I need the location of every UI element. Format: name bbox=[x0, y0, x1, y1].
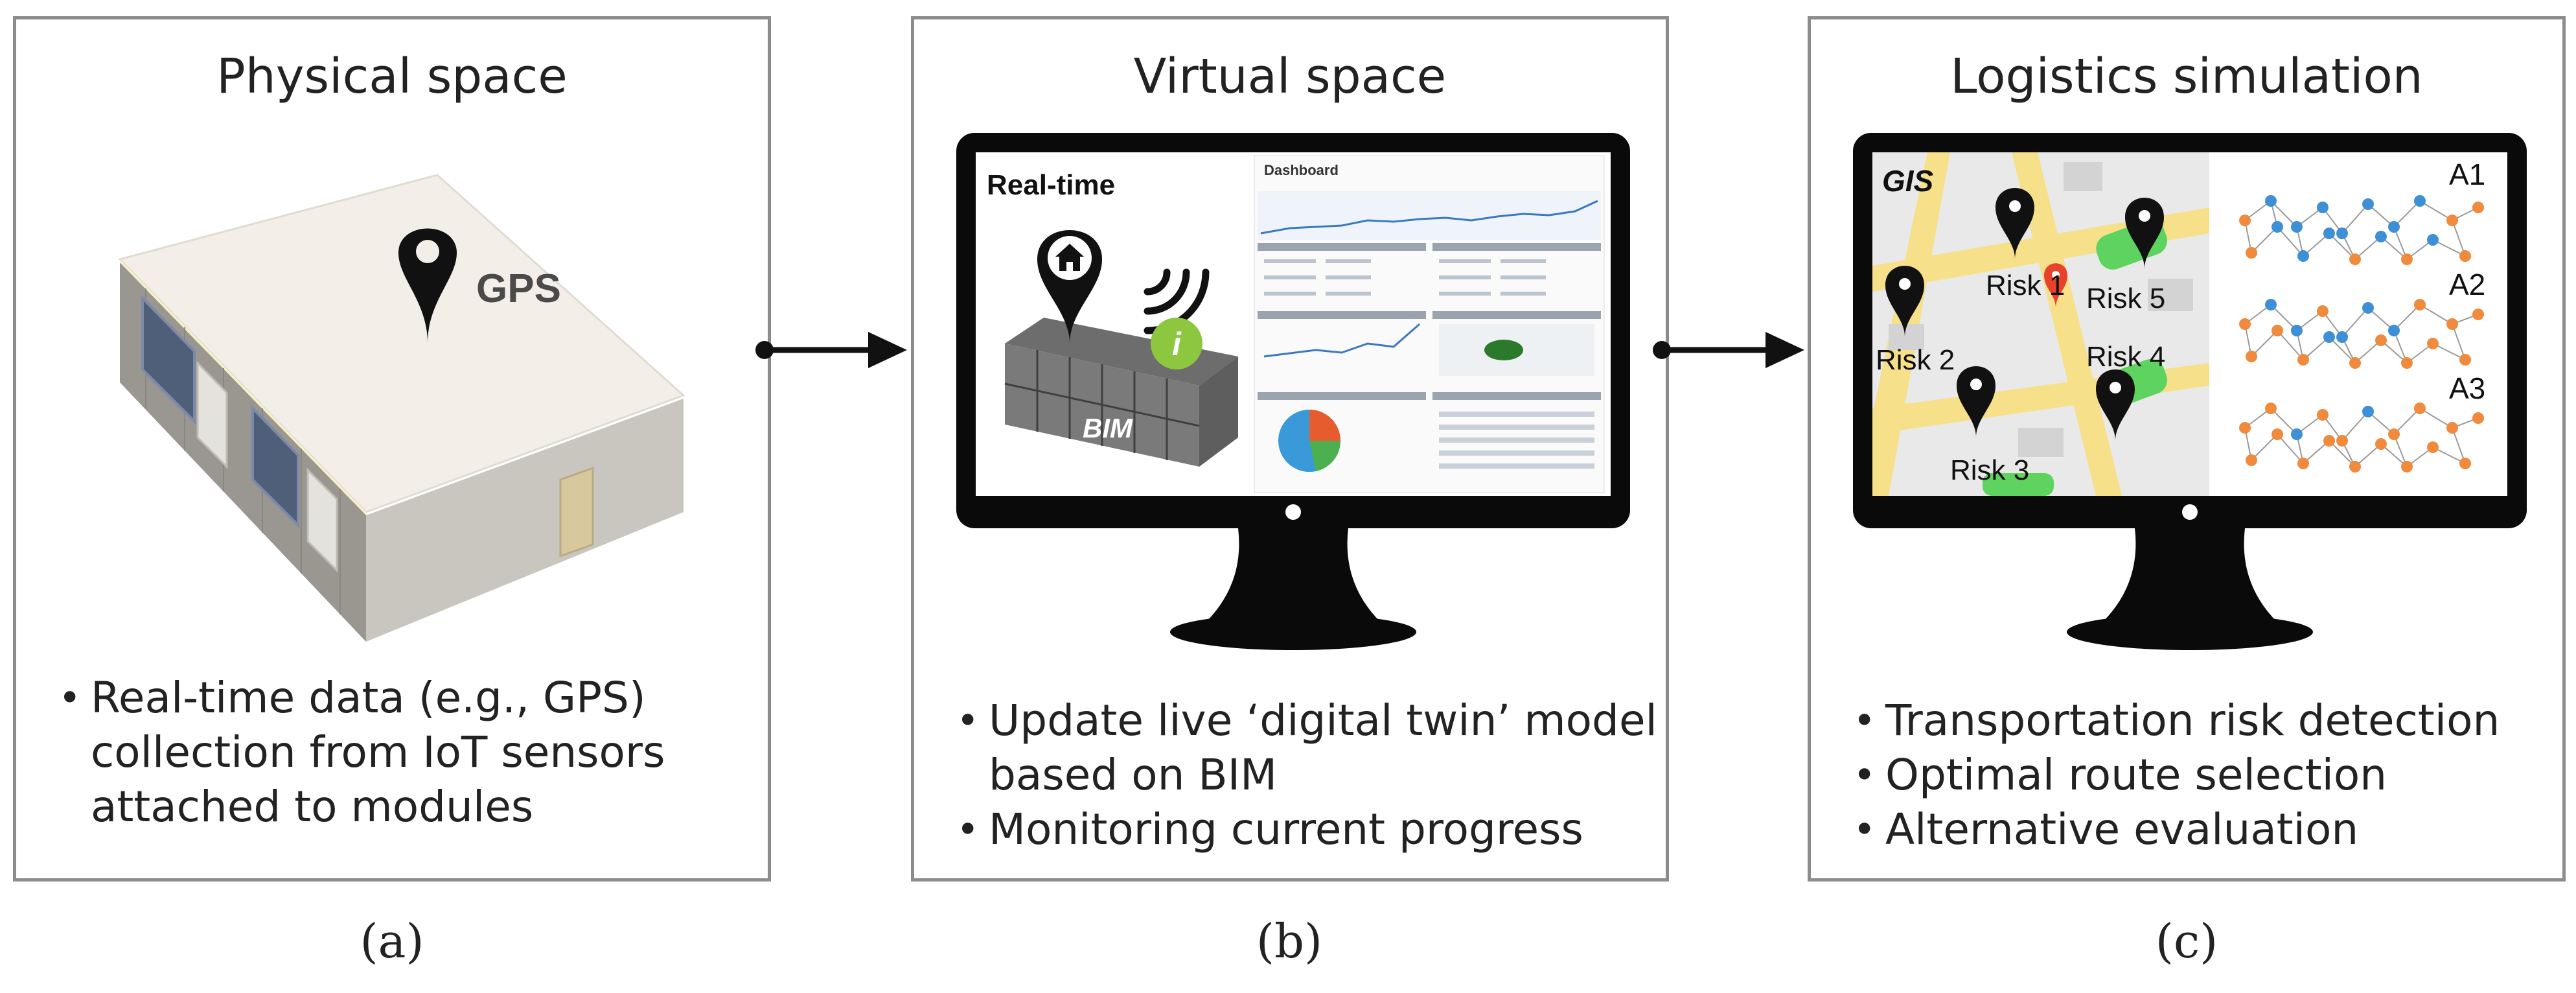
arrow-right-icon bbox=[1653, 332, 1804, 368]
location-pin-icon bbox=[2044, 263, 2067, 308]
risk-label-3: Risk 3 bbox=[1950, 454, 2029, 486]
risk-label-4: Risk 4 bbox=[2086, 341, 2165, 373]
panel-physical-space: Physical space GPS Real-tim bbox=[13, 16, 771, 882]
location-pin-icon bbox=[2096, 369, 2135, 441]
dashboard-title: Dashboard bbox=[1264, 162, 1339, 178]
bullet-item: Alternative evaluation bbox=[1824, 802, 2556, 857]
arrow-right-icon bbox=[755, 332, 907, 368]
bullet-list: Transportation risk detection Optimal ro… bbox=[1824, 694, 2556, 857]
bullet-item: Update live ‘digital twin’ model based o… bbox=[927, 694, 1659, 802]
alternative-label-a2: A2 bbox=[2449, 268, 2485, 301]
realtime-label: Real-time bbox=[987, 169, 1115, 201]
location-pin-icon bbox=[1885, 266, 1924, 337]
caption-b: (b) bbox=[1256, 914, 1323, 968]
panel-logistics-simulation: Logistics simulation GIS bbox=[1808, 16, 2566, 882]
monitor-gis-map: GIS Risk 1 Risk 2 Risk 3 Risk 4 Risk 5 bbox=[1853, 133, 2527, 650]
bim-label: BIM bbox=[1083, 413, 1133, 443]
panel-title: Virtual space bbox=[1133, 49, 1447, 104]
caption-a: (a) bbox=[360, 914, 424, 968]
alternative-label-a1: A1 bbox=[2449, 158, 2485, 191]
location-pin-icon bbox=[1037, 230, 1102, 344]
risk-label-5: Risk 5 bbox=[2086, 283, 2165, 314]
location-pin-icon bbox=[2125, 198, 2164, 269]
bullet-item: Monitoring current progress bbox=[927, 802, 1659, 857]
bullet-item: Transportation risk detection bbox=[1824, 694, 2556, 748]
risk-label-2: Risk 2 bbox=[1876, 344, 1955, 376]
modular-building-illustration bbox=[118, 174, 685, 642]
risk-label-1: Risk 1 bbox=[1986, 270, 2065, 301]
location-pin-icon bbox=[398, 228, 457, 344]
gis-label: GIS bbox=[1882, 164, 1934, 198]
bullet-item: Optimal route selection bbox=[1824, 748, 2556, 802]
bullet-list: Real-time data (e.g., GPS) collection fr… bbox=[29, 671, 755, 834]
info-icon bbox=[1151, 318, 1202, 369]
bullet-item: Real-time data (e.g., GPS) collection fr… bbox=[29, 671, 755, 834]
panel-title: Logistics simulation bbox=[1950, 49, 2423, 104]
location-pin-icon bbox=[1995, 188, 2034, 259]
panel-title: Physical space bbox=[216, 49, 568, 104]
panel-virtual-space: Virtual space bbox=[911, 16, 1669, 882]
monitor-dashboard: Dashboard bbox=[956, 133, 1630, 650]
svg-text:i: i bbox=[1172, 326, 1182, 362]
alternative-label-a3: A3 bbox=[2449, 371, 2485, 405]
location-pin-icon bbox=[1957, 366, 1995, 438]
caption-c: (c) bbox=[2155, 914, 2218, 968]
home-icon bbox=[1055, 244, 1084, 271]
gps-label: GPS bbox=[476, 266, 561, 311]
risk-pins bbox=[1885, 188, 2164, 441]
bullet-list: Update live ‘digital twin’ model based o… bbox=[927, 694, 1659, 857]
